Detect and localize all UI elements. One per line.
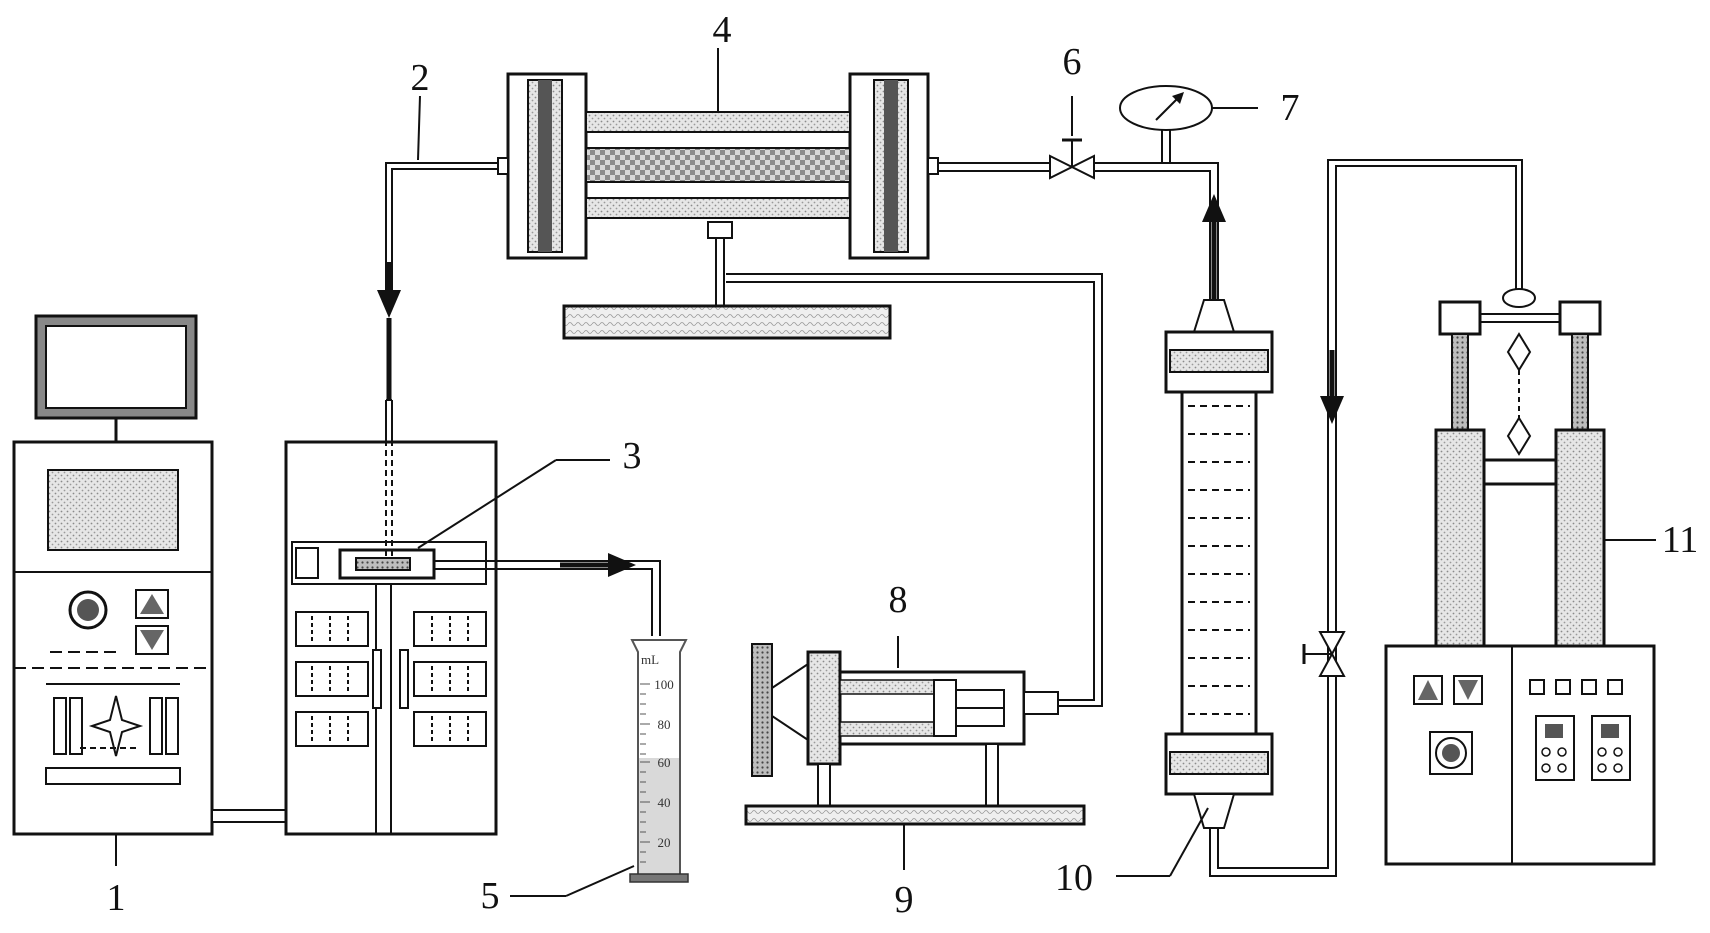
hydraulic-press — [1384, 288, 1656, 866]
label-7: 7 — [1281, 87, 1300, 129]
leader-10 — [1169, 807, 1209, 877]
cylinder-tick-40: 40 — [658, 795, 671, 810]
outlet-line — [938, 162, 1219, 300]
confining-line — [726, 273, 1103, 707]
leader-5 — [565, 865, 635, 897]
core-sample — [585, 147, 851, 183]
flow-arrow-down-right — [1320, 396, 1344, 424]
label-10: 10 — [1055, 857, 1093, 899]
separator-column — [1164, 299, 1274, 829]
inlet-tubing — [385, 162, 498, 440]
connection-cable — [211, 809, 289, 823]
label-4: 4 — [713, 9, 732, 51]
door-handle-right — [399, 649, 409, 709]
cylinder-tick-100: 100 — [654, 677, 674, 692]
pressure-gauge — [1119, 85, 1213, 163]
cylinder-unit: mL — [641, 652, 659, 667]
label-1: 1 — [107, 877, 126, 919]
return-line — [1209, 165, 1517, 877]
graduated-cylinder: mL 100 80 60 40 20 — [629, 639, 689, 883]
label-9: 9 — [895, 879, 914, 921]
cylinder-tick-80: 80 — [658, 717, 671, 732]
display-panel — [47, 469, 179, 551]
label-8: 8 — [889, 579, 908, 621]
flow-arrow-up — [1202, 194, 1226, 222]
valve-lower — [1302, 631, 1346, 677]
flow-arrow-right — [608, 553, 636, 577]
cylinder-liquid — [639, 758, 679, 874]
valve-6 — [1049, 138, 1095, 180]
label-11: 11 — [1662, 519, 1699, 561]
incubator-cabinet — [284, 440, 498, 836]
cylinder-tick-20: 20 — [658, 835, 671, 850]
star-emblem — [88, 695, 144, 757]
holder-base — [562, 304, 892, 340]
outlet-tubing — [434, 553, 661, 636]
label-2: 2 — [411, 57, 430, 99]
flow-arrow-down — [377, 290, 401, 318]
door-handle-left — [372, 649, 382, 709]
label-6: 6 — [1063, 41, 1082, 83]
leader-3 — [417, 459, 557, 549]
pump-stand — [744, 804, 1086, 826]
core-holder — [497, 72, 939, 340]
control-computer: 1 — [12, 314, 214, 919]
label-3: 3 — [623, 435, 642, 477]
leader-2 — [417, 95, 421, 161]
cylinder-tick-60: 60 — [658, 755, 671, 770]
label-5: 5 — [481, 875, 500, 917]
hand-pump — [744, 643, 1086, 826]
